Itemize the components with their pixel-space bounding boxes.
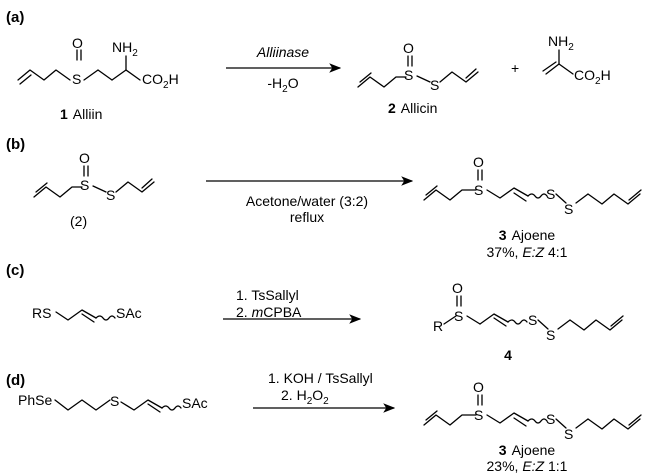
conditions-c-line2: 2. mCPBA <box>236 304 302 320</box>
reactant-d-s: S <box>110 393 119 409</box>
alliin-structure: O S NH2 CO2H <box>17 35 179 91</box>
allicin-b-o-atom: O <box>79 150 90 166</box>
allicin-s2-atom: S <box>430 77 439 93</box>
minus-water-label: -H2O <box>267 75 298 95</box>
panel-c: (c) RS SAc 1. TsSallyl 2. mCPBA R <box>6 262 624 363</box>
ajoene-d-s1-atom: S <box>474 407 483 423</box>
allicin-s1-atom: S <box>404 67 413 83</box>
conditions-b-line2: reflux <box>290 209 324 225</box>
thioacetate-reactant-c: RS SAc <box>32 305 142 323</box>
allicin-reactant-structure: O S S <box>33 150 155 203</box>
ajoene-d-s3-atom: S <box>564 426 573 442</box>
allicin-b-s1-atom: S <box>80 177 89 193</box>
product-4-s1-atom: S <box>454 308 463 324</box>
product-4-number: 4 <box>504 347 512 363</box>
product-4-o-atom: O <box>452 280 463 296</box>
reactant-d-sac: SAc <box>182 395 208 411</box>
product-4-s3-atom: S <box>546 327 555 343</box>
product-4-s2-atom: S <box>528 312 537 328</box>
reactant-c-rs: RS <box>32 305 51 321</box>
alliin-s-atom: S <box>72 71 81 87</box>
ajoene-b-o-atom: O <box>473 154 484 170</box>
panel-d-tag: (d) <box>6 372 25 389</box>
conditions-d-line1: 1. KOH / TsSallyl <box>268 370 373 386</box>
allicin-b-s2-atom: S <box>106 187 115 203</box>
ajoene-b-s3-atom: S <box>564 201 573 217</box>
ajoene-d-s2-atom: S <box>546 411 555 427</box>
ajoene-structure-d: O S S S <box>423 379 642 442</box>
alliin-o-atom: O <box>72 35 83 51</box>
ajoene-b-s1-atom: S <box>474 182 483 198</box>
conditions-b-line1: Acetone/water (3:2) <box>246 193 368 209</box>
conditions-d-line2: 2. H2O2 <box>281 387 329 407</box>
ajoene-b-yield: 37%, E:Z 4:1 <box>487 244 568 260</box>
ajoene-structure-b: O S S S <box>423 154 642 217</box>
allicin-o-atom: O <box>403 40 414 56</box>
product-4-structure: R O S S S <box>433 280 624 343</box>
conditions-c-line1: 1. TsSallyl <box>236 287 299 303</box>
panel-a-tag: (a) <box>6 9 24 26</box>
plus-sign: + <box>511 60 519 76</box>
allicin-b-number: (2) <box>70 213 87 229</box>
byproduct-co2h: CO2H <box>574 67 611 87</box>
alliin-nh2: NH2 <box>112 39 138 59</box>
ajoene-b-s2-atom: S <box>546 186 555 202</box>
allicin-structure: O S S <box>357 40 479 93</box>
panel-c-tag: (c) <box>6 262 24 279</box>
ajoene-d-o-atom: O <box>473 379 484 395</box>
byproduct-nh2: NH2 <box>548 33 574 53</box>
alliin-co2h: CO2H <box>142 71 179 91</box>
panel-d: (d) PhSe S SAc 1. KOH / TsSallyl 2. H2O2 <box>6 370 642 474</box>
reactant-d-phse: PhSe <box>18 392 52 408</box>
panel-b-tag: (b) <box>6 136 25 153</box>
reactant-c-sac: SAc <box>116 305 142 321</box>
product-4-r: R <box>433 318 443 334</box>
ajoene-d-yield: 23%, E:Z 1:1 <box>487 458 568 474</box>
aminoacrylic-acid-structure: NH2 CO2H <box>542 33 611 87</box>
thioacetate-reactant-d: PhSe S SAc <box>18 392 208 413</box>
alliinase-label: Alliinase <box>256 44 309 60</box>
panel-b: (b) O S S (2) Acetone/water (3:2) reflux <box>6 136 642 260</box>
